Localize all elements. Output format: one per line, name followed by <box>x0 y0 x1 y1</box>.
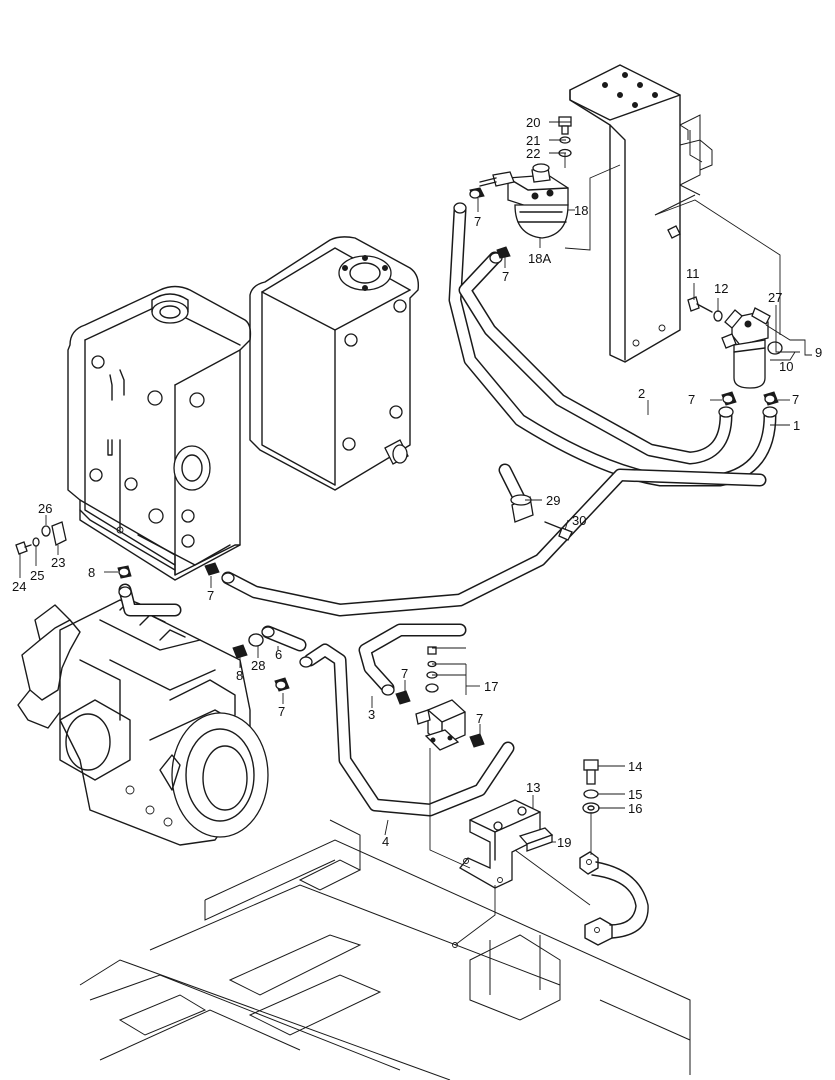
callout-18: 18 <box>574 203 588 218</box>
callout-14: 14 <box>628 759 642 774</box>
fuel-filter-18 <box>479 163 569 239</box>
callout-24: 24 <box>12 579 26 594</box>
pump-bracket-13 <box>459 799 554 889</box>
callout-20: 20 <box>526 115 540 130</box>
water-separator-9 <box>721 307 783 389</box>
filter-mounting-bracket <box>569 64 713 363</box>
hydraulic-tank <box>249 236 420 491</box>
callout-7-g: 7 <box>401 666 408 681</box>
callout-11: 11 <box>686 266 700 281</box>
callout-25: 25 <box>30 568 44 583</box>
callout-29: 29 <box>546 493 560 508</box>
callout-leaders <box>19 121 812 843</box>
hose-clamp-band <box>579 851 649 946</box>
callout-6: 6 <box>275 647 282 662</box>
callout-16: 16 <box>628 801 642 816</box>
callout-17: 17 <box>484 679 498 694</box>
callout-23: 23 <box>51 555 65 570</box>
callout-15: 15 <box>628 787 642 802</box>
callout-9: 9 <box>815 345 822 360</box>
chassis-frame <box>79 819 691 1080</box>
callout-1: 1 <box>793 418 800 433</box>
callout-8-a: 8 <box>88 565 95 580</box>
callout-4: 4 <box>382 834 389 849</box>
callout-19: 19 <box>557 835 571 850</box>
callout-21: 21 <box>526 133 540 148</box>
hose-clips-7 <box>117 187 779 748</box>
callout-7-a: 7 <box>474 214 481 229</box>
hoses <box>118 203 777 817</box>
callout-18a: 18A <box>528 251 551 266</box>
callout-7-f: 7 <box>278 704 285 719</box>
callout-7-c: 7 <box>688 392 695 407</box>
callout-28: 28 <box>251 658 265 673</box>
callout-26: 26 <box>38 501 52 516</box>
engine-assembly <box>17 599 269 846</box>
callout-7-d: 7 <box>792 392 799 407</box>
callout-7-e: 7 <box>207 588 214 603</box>
fuel-tank <box>67 285 252 581</box>
callout-12: 12 <box>714 281 728 296</box>
callout-3: 3 <box>368 707 375 722</box>
callout-7-h: 7 <box>476 711 483 726</box>
callout-labels: 20 21 22 18 18A 7 7 11 12 27 9 10 7 7 1 … <box>12 115 822 850</box>
callout-30: 30 <box>572 513 586 528</box>
callout-7-b: 7 <box>502 269 509 284</box>
callout-8-b: 8 <box>236 668 243 683</box>
fuel-pump-17 <box>415 699 466 751</box>
hose-ends <box>118 202 778 696</box>
callout-13: 13 <box>526 780 540 795</box>
reference-lines <box>429 153 781 946</box>
callout-2: 2 <box>638 386 645 401</box>
callout-10: 10 <box>779 359 793 374</box>
callout-22: 22 <box>526 146 540 161</box>
bolts-and-washers <box>15 116 723 814</box>
callout-27: 27 <box>768 290 782 305</box>
